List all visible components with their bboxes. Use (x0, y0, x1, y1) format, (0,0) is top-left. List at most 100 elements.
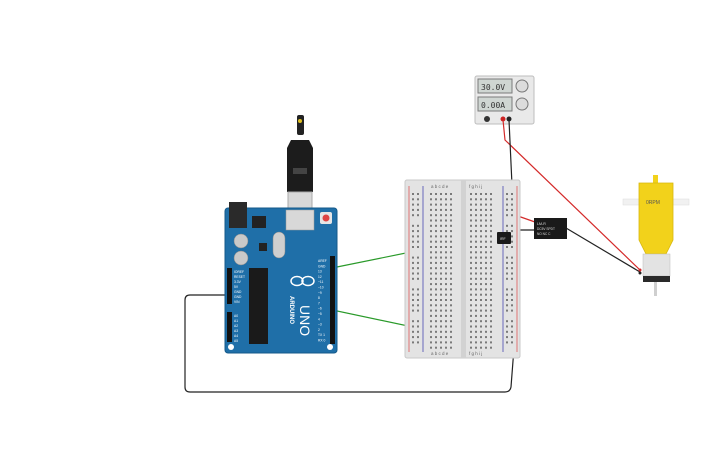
breadboard-hole[interactable] (430, 341, 432, 344)
breadboard-hole[interactable] (490, 272, 492, 275)
breadboard-hole[interactable] (445, 267, 447, 270)
breadboard-hole[interactable] (435, 230, 437, 233)
breadboard-hole[interactable] (480, 293, 482, 296)
breadboard-hole[interactable] (435, 336, 437, 339)
breadboard-rail-hole[interactable] (412, 330, 414, 333)
breadboard-hole[interactable] (450, 272, 452, 275)
breadboard-hole[interactable] (480, 261, 482, 264)
breadboard-hole[interactable] (490, 251, 492, 254)
breadboard-rail-hole[interactable] (417, 208, 419, 211)
motor-terminal-negative[interactable] (638, 271, 642, 275)
breadboard-hole[interactable] (435, 203, 437, 206)
breadboard-hole[interactable] (485, 219, 487, 222)
breadboard-hole[interactable] (430, 203, 432, 206)
breadboard-rail-hole[interactable] (417, 320, 419, 323)
breadboard-hole[interactable] (490, 283, 492, 286)
breadboard-hole[interactable] (430, 235, 432, 238)
breadboard-hole[interactable] (490, 304, 492, 307)
breadboard-hole[interactable] (450, 246, 452, 248)
breadboard-hole[interactable] (475, 214, 477, 217)
breadboard-rail-hole[interactable] (412, 246, 414, 248)
breadboard-rail-hole[interactable] (511, 293, 513, 296)
breadboard-hole[interactable] (480, 235, 482, 238)
wire-red-supply-motor[interactable] (502, 119, 641, 271)
breadboard-hole[interactable] (480, 214, 482, 217)
breadboard-hole[interactable] (440, 203, 442, 206)
breadboard-hole[interactable] (445, 288, 447, 291)
breadboard-rail-hole[interactable] (506, 320, 508, 323)
breadboard-hole[interactable] (480, 309, 482, 312)
breadboard-hole[interactable] (485, 193, 487, 195)
breadboard-hole[interactable] (485, 272, 487, 275)
breadboard-rail-hole[interactable] (412, 336, 414, 339)
breadboard-rail-hole[interactable] (417, 288, 419, 291)
breadboard-hole[interactable] (475, 224, 477, 227)
breadboard-hole[interactable] (435, 314, 437, 317)
breadboard-hole[interactable] (430, 288, 432, 291)
breadboard-hole[interactable] (450, 256, 452, 259)
breadboard-hole[interactable] (480, 193, 482, 195)
breadboard-rail-hole[interactable] (417, 267, 419, 270)
breadboard-hole[interactable] (440, 230, 442, 233)
breadboard-hole[interactable] (450, 304, 452, 307)
breadboard-hole[interactable] (480, 203, 482, 206)
breadboard-hole[interactable] (485, 251, 487, 254)
breadboard-rail-hole[interactable] (511, 208, 513, 211)
breadboard-rail-hole[interactable] (412, 240, 414, 243)
breadboard-hole[interactable] (450, 277, 452, 280)
breadboard-hole[interactable] (480, 256, 482, 259)
breadboard-rail-hole[interactable] (511, 235, 513, 238)
breadboard-hole[interactable] (480, 320, 482, 323)
breadboard-hole[interactable] (445, 272, 447, 275)
breadboard-hole[interactable] (475, 288, 477, 291)
breadboard-hole[interactable] (485, 203, 487, 206)
dc-jack[interactable] (229, 202, 247, 228)
breadboard-hole[interactable] (450, 325, 452, 328)
breadboard-hole[interactable] (450, 198, 452, 201)
breadboard-hole[interactable] (475, 309, 477, 312)
breadboard-rail-hole[interactable] (417, 193, 419, 195)
breadboard-hole[interactable] (440, 325, 442, 328)
breadboard-hole[interactable] (445, 346, 447, 349)
breadboard-hole[interactable] (440, 346, 442, 349)
breadboard-hole[interactable] (435, 235, 437, 238)
breadboard-hole[interactable] (430, 299, 432, 301)
power-header[interactable] (227, 268, 232, 304)
breadboard-hole[interactable] (485, 299, 487, 301)
breadboard-rail-hole[interactable] (417, 277, 419, 280)
breadboard-rail-hole[interactable] (506, 214, 508, 217)
breadboard-hole[interactable] (490, 193, 492, 195)
breadboard-hole[interactable] (430, 240, 432, 243)
breadboard-rail-hole[interactable] (506, 330, 508, 333)
breadboard-hole[interactable] (450, 336, 452, 339)
breadboard-hole[interactable] (450, 224, 452, 227)
breadboard-rail-hole[interactable] (412, 341, 414, 344)
breadboard-rail-hole[interactable] (417, 235, 419, 238)
breadboard-hole[interactable] (475, 235, 477, 238)
breadboard-hole[interactable] (435, 283, 437, 286)
breadboard-rail-hole[interactable] (417, 214, 419, 217)
breadboard-hole[interactable] (490, 341, 492, 344)
breadboard-hole[interactable] (475, 336, 477, 339)
breadboard-hole[interactable] (450, 240, 452, 243)
breadboard-hole[interactable] (435, 214, 437, 217)
breadboard-hole[interactable] (435, 288, 437, 291)
breadboard-hole[interactable] (440, 235, 442, 238)
breadboard-hole[interactable] (440, 277, 442, 280)
breadboard-rail-hole[interactable] (511, 214, 513, 217)
breadboard-hole[interactable] (445, 325, 447, 328)
breadboard-hole[interactable] (430, 320, 432, 323)
breadboard-hole[interactable] (470, 219, 472, 222)
breadboard-hole[interactable] (440, 214, 442, 217)
breadboard-hole[interactable] (475, 325, 477, 328)
breadboard-hole[interactable] (435, 251, 437, 254)
breadboard-hole[interactable] (475, 193, 477, 195)
breadboard-hole[interactable] (435, 267, 437, 270)
breadboard-hole[interactable] (485, 240, 487, 243)
breadboard-hole[interactable] (435, 208, 437, 211)
breadboard-hole[interactable] (430, 208, 432, 211)
breadboard-rail-hole[interactable] (511, 230, 513, 233)
breadboard-hole[interactable] (450, 203, 452, 206)
breadboard-hole[interactable] (490, 299, 492, 301)
breadboard-hole[interactable] (490, 288, 492, 291)
